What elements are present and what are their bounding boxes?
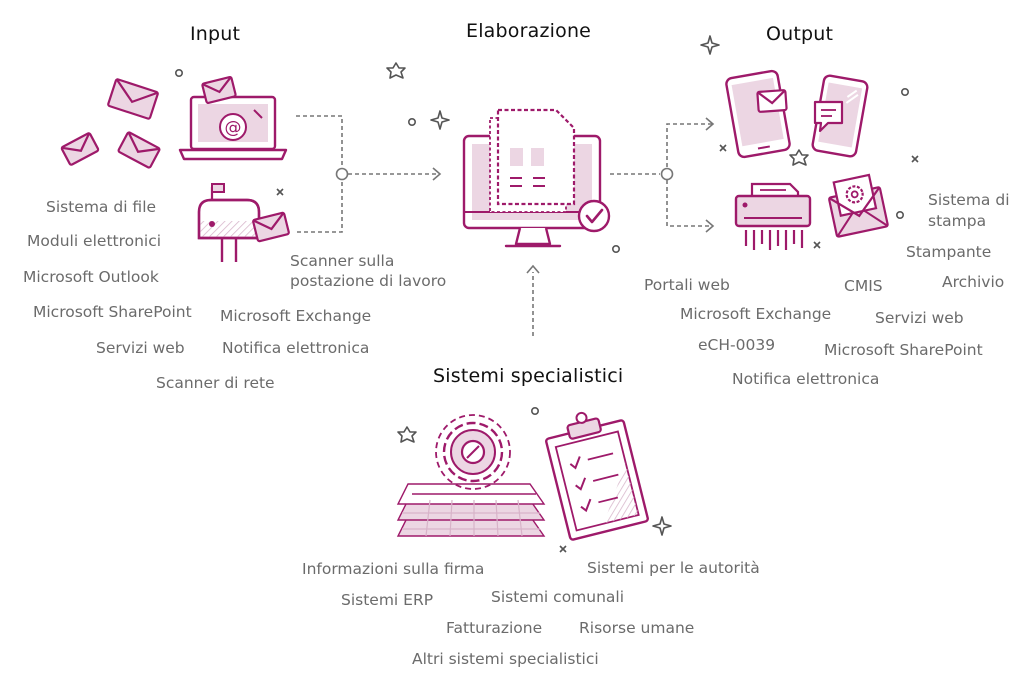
label-hr: Risorse umane — [579, 619, 695, 637]
label-sharepoint-output: Microsoft SharePoint — [824, 341, 983, 359]
envelope-icon — [107, 78, 159, 120]
laptop-email-icon: @ — [178, 95, 288, 161]
output-heading: Output — [766, 23, 834, 45]
specialist-connector — [526, 264, 540, 336]
arrow-right-icon — [432, 167, 442, 181]
arrow-right-icon — [705, 219, 715, 233]
clipboard-checklist-icon — [545, 411, 649, 541]
label-signature-info: Informazioni sulla firma — [302, 560, 485, 578]
label-filesystem: Sistema di file — [46, 198, 157, 216]
sparkle-decorations — [386, 35, 809, 536]
label-webservices-input: Servizi web — [96, 339, 185, 357]
envelope-icon — [60, 132, 100, 166]
label-authorities: Sistemi per le autorità — [587, 559, 760, 577]
smartphone-email-icon — [725, 69, 791, 159]
label-erp: Sistemi ERP — [341, 591, 434, 609]
gear-envelope-icon — [828, 173, 889, 238]
shredder-icon — [734, 182, 812, 250]
label-sharepoint-input: Microsoft SharePoint — [33, 303, 192, 321]
input-heading: Input — [190, 23, 241, 45]
cross-decorations — [276, 144, 919, 553]
label-exchange-output: Microsoft Exchange — [680, 305, 832, 323]
label-enotification-input: Notifica elettronica — [222, 339, 370, 357]
label-enotification-output: Notifica elettronica — [732, 370, 880, 388]
chat-bubble-icon — [813, 100, 844, 133]
mailbox-icon — [197, 183, 261, 262]
connector-node — [335, 167, 349, 181]
envelope-icon — [252, 211, 290, 243]
label-exchange-input: Microsoft Exchange — [220, 307, 372, 325]
label-ech: eCH-0039 — [698, 336, 776, 354]
svg-text:@: @ — [225, 118, 242, 138]
label-archive: Archivio — [942, 273, 1005, 291]
label-eforms: Moduli elettronici — [27, 232, 162, 250]
envelope-icon — [117, 131, 161, 169]
label-workstation-scanner-1: Scanner sulla — [290, 252, 395, 270]
output-connector — [610, 123, 712, 227]
connector-node — [660, 167, 674, 181]
label-invoicing: Fatturazione — [446, 619, 543, 637]
dot-decorations — [175, 69, 909, 415]
label-cmis: CMIS — [844, 277, 883, 295]
gear-platform-icon — [396, 414, 546, 537]
label-outlook: Microsoft Outlook — [23, 268, 159, 286]
arrow-right-icon — [705, 117, 715, 131]
label-workstation-scanner-2: postazione di lavoro — [290, 272, 447, 290]
label-network-scanner: Scanner di rete — [156, 374, 275, 392]
input-connector — [296, 115, 438, 233]
monitor-document-icon — [462, 108, 611, 248]
label-municipal: Sistemi comunali — [491, 588, 625, 606]
label-web-portals: Portali web — [644, 276, 730, 294]
label-printer: Stampante — [906, 243, 992, 261]
label-print-system-2: stampa — [928, 212, 987, 230]
specialist-heading: Sistemi specialistici — [433, 365, 624, 387]
label-print-system-1: Sistema di — [928, 191, 1010, 209]
label-other-systems: Altri sistemi specialistici — [412, 650, 599, 668]
label-webservices-output: Servizi web — [875, 309, 964, 327]
envelope-icon — [201, 75, 237, 105]
envelope-icon — [756, 89, 788, 113]
processing-heading: Elaborazione — [466, 20, 592, 42]
